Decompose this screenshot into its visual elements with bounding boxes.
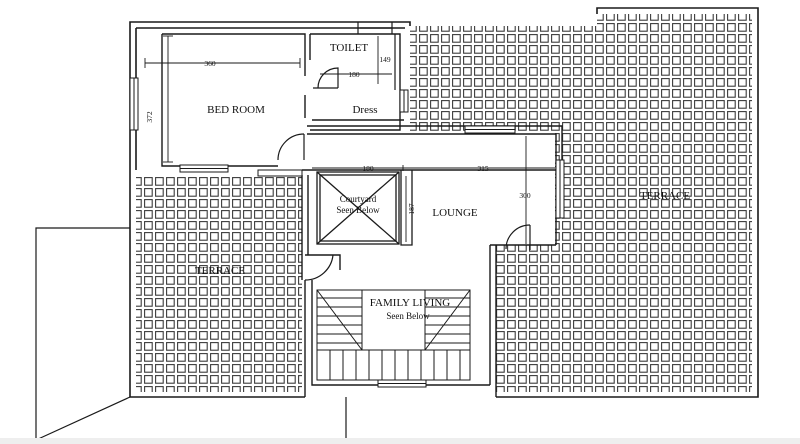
doors — [277, 67, 531, 281]
terrace-bottom-window — [257, 169, 303, 177]
stair-treads-bottom — [329, 350, 461, 380]
windows — [129, 77, 565, 388]
family-living-label-line2: Seen Below — [386, 311, 430, 321]
terrace-right-area — [410, 14, 752, 392]
dim-lounge-width-a: 180 — [362, 164, 374, 173]
dim-lounge-width-b: 315 — [477, 164, 489, 173]
dim-lounge-depth: 300 — [519, 191, 531, 200]
toilet-walls — [313, 22, 396, 90]
stair-diagonal-2 — [424, 289, 471, 351]
bedroom-walls — [161, 33, 404, 167]
terrace-left-area — [136, 175, 302, 392]
lounge-top-window — [464, 125, 516, 134]
courtyard-outline — [316, 171, 400, 245]
lounge-walls — [301, 125, 563, 397]
stair-diagonal-1 — [316, 289, 363, 351]
courtyard-cross-2 — [316, 171, 400, 245]
dim-courtyard-depth: 187 — [407, 203, 416, 215]
family-living-label-line1: FAMILY LIVING — [370, 297, 451, 309]
staircase — [316, 289, 471, 381]
tiled-terrace-areas — [136, 14, 752, 392]
terrace-right-label: TERRACE — [640, 190, 690, 202]
dim-toilet-width: 180 — [348, 70, 360, 79]
terrace-door-swing — [304, 254, 334, 281]
dress-label: Dress — [352, 104, 377, 116]
toilet-label: TOILET — [330, 42, 369, 54]
bedroom-door-swing — [277, 133, 305, 161]
terrace-left-label: TERRACE — [195, 265, 245, 277]
courtyard — [316, 170, 413, 246]
stair-treads-right — [425, 297, 470, 344]
lounge-label: LOUNGE — [432, 207, 477, 219]
dimension-lines — [144, 35, 555, 244]
courtyard-label-line1: Courtyard — [340, 194, 377, 204]
toilet-door-swing — [317, 67, 339, 89]
dim-bedroom-depth: 372 — [145, 111, 154, 123]
stair-treads-left — [317, 297, 362, 344]
site-boundary — [35, 227, 347, 441]
dim-bedroom-width: 360 — [204, 59, 216, 68]
stair-bottom-window — [377, 379, 427, 388]
bedroom-label: BED ROOM — [207, 104, 265, 116]
courtyard-label-line2: Seen Below — [336, 205, 380, 215]
footer-strip — [0, 438, 800, 444]
dim-toilet-depth: 149 — [379, 55, 391, 64]
bedroom-bottom-window — [179, 164, 229, 173]
lounge-right-window — [555, 159, 565, 219]
dress-window — [399, 89, 409, 113]
bedroom-left-window — [129, 77, 139, 131]
